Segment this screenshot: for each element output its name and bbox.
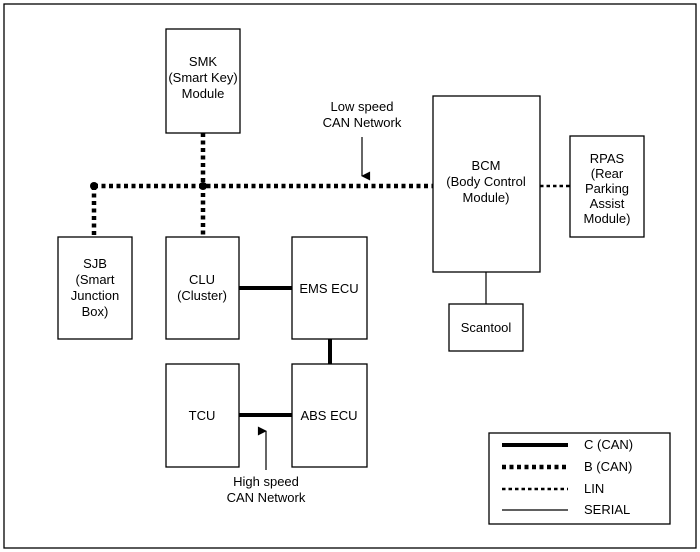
ems-ecu-module: EMS ECU [291,236,368,340]
bus-junction-dot [90,182,98,190]
tcu-label: TCU [189,408,216,423]
legend-label-b-can: B (CAN) [584,459,632,474]
rpas-label: RPAS [590,151,625,166]
sjb-label: (Smart [76,272,115,287]
smk-label: Module [182,86,225,101]
bus-junction-dot [199,182,207,190]
scantool-label: Scantool [461,320,512,335]
rpas-label: Assist [590,196,625,211]
rpas-label: Parking [585,181,629,196]
svg-text:SMK(Smart Key)Module: SMK(Smart Key)Module [168,54,237,101]
abs-ecu-module: ABS ECU [291,363,368,468]
diagram-frame [3,3,697,549]
tcu-module: TCU [165,363,240,468]
rpas-label: (Rear [591,166,624,181]
bcm-label: Module) [463,190,510,205]
legend: C (CAN) B (CAN) LIN SERIAL [488,432,671,525]
sjb-label: Junction [71,288,119,303]
clu-label: (Cluster) [177,288,227,303]
rpas-label: Module) [584,211,631,226]
bcm-label: BCM [472,158,501,173]
smk-label: SMK [189,54,218,69]
legend-label-serial: SERIAL [584,502,630,517]
clu-module: CLU(Cluster) [165,236,240,340]
smk-module: SMK(Smart Key)Module [165,28,241,134]
legend-label-lin: LIN [584,481,604,496]
smk-label: (Smart Key) [168,70,237,85]
sjb-label: Box) [82,304,109,319]
svg-text:CLU(Cluster): CLU(Cluster) [177,272,227,303]
clu-label: CLU [189,272,215,287]
sjb-label: SJB [83,256,107,271]
bcm-label: (Body Control [446,174,526,189]
scantool-module: Scantool [448,303,524,352]
abs-label: ABS ECU [300,408,357,423]
legend-label-c-can: C (CAN) [584,437,633,452]
ems-label: EMS ECU [299,281,358,296]
